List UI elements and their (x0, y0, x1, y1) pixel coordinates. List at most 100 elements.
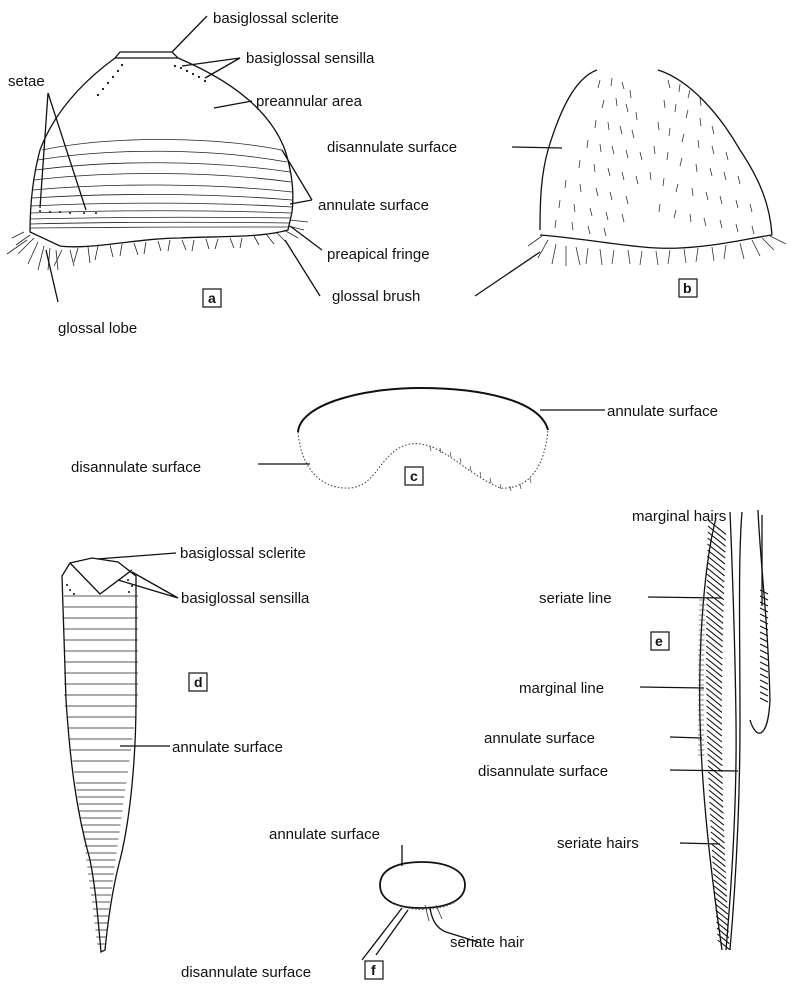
seriate-hair-stroke (707, 730, 722, 742)
label-c-annulate-surface: annulate surface (607, 403, 718, 420)
label-d-basiglossal-sclerite: basiglossal sclerite (180, 545, 306, 562)
label-e-seriate-line: seriate line (539, 590, 612, 607)
seriate-hair-stroke (714, 886, 727, 896)
label-f-seriate-hair: seriate hair (450, 934, 524, 951)
seriate-hair-stroke (706, 664, 722, 677)
marginal-hair-stroke (760, 620, 768, 624)
seriate-hair-stroke (707, 604, 724, 618)
seriate-hair-stroke (708, 544, 726, 558)
label-e-seriate-hairs: seriate hairs (557, 835, 639, 852)
panel-d: basiglossal sclerite basiglossal sensill… (62, 545, 310, 952)
label-a-basiglossal-sclerite: basiglossal sclerite (213, 10, 339, 27)
panel-c-hairs (430, 446, 531, 491)
panel-d-leader-sensilla (118, 572, 178, 598)
seriate-hair-stroke (706, 688, 722, 701)
marginal-hair-stroke (760, 668, 768, 672)
marginal-hair-stroke (760, 686, 768, 690)
panel-e-leader-annulate (670, 737, 702, 738)
seriate-hair-stroke (706, 634, 722, 647)
panel-d-sclerite-chevron (70, 563, 132, 594)
seriate-hair-stroke (707, 706, 722, 718)
panel-f-tag: f (371, 962, 376, 978)
panel-b-brush-leader (475, 252, 540, 296)
seriate-hair-stroke (708, 766, 723, 778)
panel-d-leader-sclerite (97, 553, 176, 559)
seriate-hair-stroke (706, 682, 722, 695)
marginal-hair-stroke (760, 674, 768, 678)
label-d-basiglossal-sensilla: basiglossal sensilla (181, 590, 310, 607)
seriate-hair-stroke (707, 550, 725, 564)
label-f-annulate-surface: annulate surface (269, 826, 380, 843)
panel-e-tag: e (655, 633, 663, 649)
seriate-hair-stroke (707, 598, 724, 612)
seriate-hair-stroke (709, 784, 723, 795)
marginal-hair-stroke (760, 656, 768, 660)
seriate-hair-stroke (707, 574, 724, 588)
seriate-hair-stroke (706, 670, 722, 683)
marginal-hair-stroke (760, 662, 768, 666)
panel-c: annulate surface disannulate surface c (71, 388, 718, 491)
seriate-hair-stroke (715, 892, 728, 902)
seriate-hair-stroke (708, 772, 722, 784)
label-c-disannulate-surface: disannulate surface (71, 459, 201, 476)
seriate-hair-stroke (712, 850, 725, 861)
seriate-hair-stroke (708, 526, 726, 540)
panel-a: basiglossal sclerite basiglossal sensill… (7, 10, 430, 337)
label-e-marginal-line: marginal line (519, 680, 604, 697)
marginal-hair-stroke (760, 644, 768, 648)
panel-e-leader-disannulate (670, 770, 738, 771)
seriate-hair-stroke (707, 562, 724, 576)
panel-a-annulations (30, 140, 292, 229)
seriate-hair-stroke (706, 652, 722, 665)
label-a-glossal-lobe: glossal lobe (58, 320, 137, 337)
seriate-hair-stroke (707, 748, 722, 760)
seriate-hair-stroke (706, 646, 722, 659)
label-e-annulate-surface: annulate surface (484, 730, 595, 747)
label-e-marginal-hairs: marginal hairs (632, 508, 726, 525)
seriate-hair-stroke (708, 778, 722, 790)
panel-d-tag: d (194, 674, 203, 690)
seriate-hair-stroke (706, 640, 722, 653)
seriate-hair-stroke (714, 880, 727, 890)
seriate-hair-stroke (712, 856, 725, 867)
panel-f: annulate surface seriate hair disannulat… (181, 826, 524, 981)
panel-e-seriate-hairs (706, 520, 768, 950)
seriate-hair-stroke (707, 718, 722, 730)
marginal-hair-stroke (760, 698, 768, 702)
seriate-hair-stroke (708, 754, 723, 766)
seriate-hair-stroke (718, 940, 730, 950)
seriate-hair-stroke (706, 676, 722, 689)
seriate-hair-stroke (706, 616, 723, 629)
label-a-preannular-area: preannular area (256, 93, 363, 110)
seriate-hair-stroke (706, 622, 723, 635)
marginal-hair-stroke (760, 650, 768, 654)
label-a-basiglossal-sensilla: basiglossal sensilla (246, 50, 375, 67)
seriate-hair-stroke (713, 874, 726, 884)
panel-d-annulations (64, 596, 138, 944)
seriate-hair-stroke (706, 610, 723, 623)
seriate-hair-stroke (707, 568, 724, 582)
panel-e-leader-seriate-hairs (680, 843, 720, 844)
panel-f-outline (380, 862, 465, 908)
seriate-hair-stroke (709, 796, 723, 807)
panel-c-outline-top (298, 388, 548, 432)
label-e-disannulate-surface: disannulate surface (478, 763, 608, 780)
seriate-hair-stroke (706, 658, 722, 671)
panel-b-outline (540, 70, 772, 248)
seriate-hair-stroke (712, 844, 725, 855)
seriate-hair-stroke (715, 898, 728, 908)
label-f-disannulate-surface: disannulate surface (181, 964, 311, 981)
panel-b-tag: b (683, 280, 692, 296)
seriate-hair-stroke (710, 808, 724, 819)
seriate-hair-stroke (710, 814, 724, 825)
panel-a-sensilla (97, 64, 206, 96)
seriate-hair-stroke (709, 790, 723, 801)
seriate-hair-stroke (713, 868, 726, 879)
seriate-hair-stroke (713, 862, 726, 873)
seriate-hair-stroke (707, 724, 722, 736)
label-b-disannulate-surface: disannulate surface (327, 139, 457, 156)
label-a-annulate-surface: annulate surface (318, 197, 429, 214)
marginal-hair-stroke (760, 608, 768, 612)
